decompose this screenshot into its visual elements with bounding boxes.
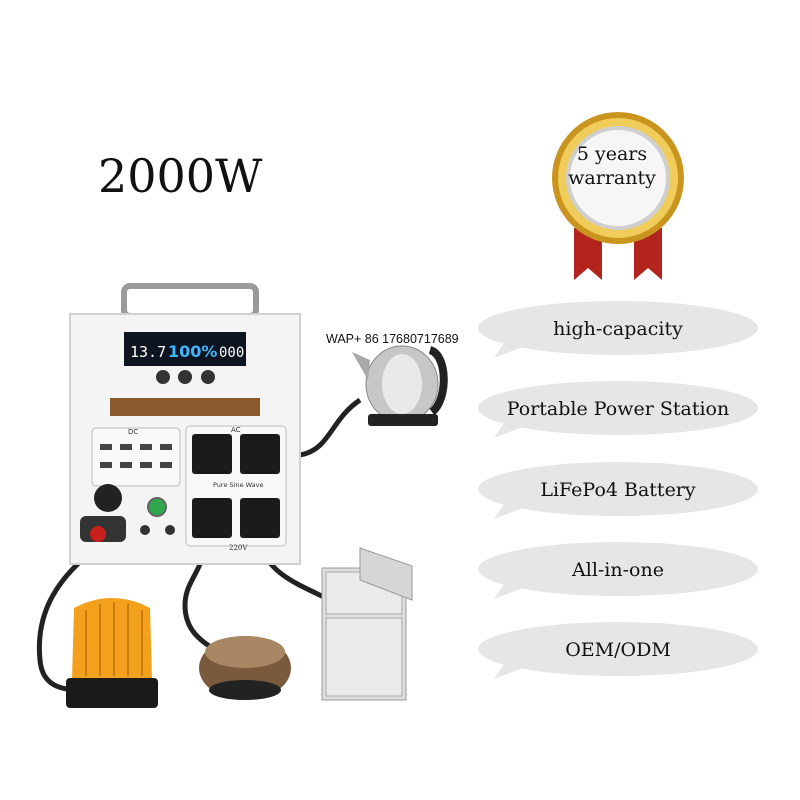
- headline-2000w: 2000W: [98, 149, 263, 203]
- lcd-watts: 000: [219, 345, 244, 361]
- ac-outlet-3: [192, 498, 232, 538]
- dc-port-1: [140, 525, 150, 535]
- feature-label: Portable Power Station: [506, 398, 730, 420]
- feature-label: OEM/ODM: [565, 639, 671, 661]
- ac-panel-label: AC: [231, 426, 241, 434]
- feature-label: All-in-one: [572, 559, 664, 581]
- feature-pill-5: OEM/ODM: [476, 621, 760, 679]
- dc-port-2: [165, 525, 175, 535]
- voltage-label: 220V: [229, 544, 248, 552]
- ac-outlet-2: [240, 434, 280, 474]
- beacon-base: [66, 678, 158, 708]
- kettle-base: [368, 414, 438, 426]
- feature-label: high-capacity: [553, 318, 683, 340]
- usb-button: [178, 370, 192, 384]
- feature-pill-2: Portable Power Station: [476, 380, 760, 438]
- device-handle: [121, 283, 259, 319]
- warranty-badge: [552, 112, 684, 280]
- warranty-line-2: warranty: [568, 167, 656, 189]
- contact-number: WAP+ 86 17680717689: [326, 332, 459, 346]
- ribbon-right: [634, 228, 662, 280]
- dc-button: [201, 370, 215, 384]
- plug-indicator: [90, 526, 106, 542]
- vent-strip: [110, 398, 260, 416]
- usb-ports: [100, 444, 172, 468]
- warning-beacon: [72, 598, 152, 680]
- dc-panel-label: DC: [128, 428, 138, 436]
- sine-label: Pure Sine Wave: [213, 481, 263, 489]
- car-socket: [94, 484, 122, 512]
- ac-outlet-4: [240, 498, 280, 538]
- lcd-voltage: 13.7: [130, 343, 166, 361]
- feature-pill-4: All-in-one: [476, 541, 760, 599]
- kettle-spout: [352, 352, 370, 380]
- warranty-line-1: 5 years: [576, 143, 648, 165]
- ac-button: [156, 370, 170, 384]
- fridge-door: [359, 547, 413, 601]
- kettle-handle: [428, 346, 448, 416]
- lcd-display: [124, 332, 246, 366]
- lcd-percent: 100%: [168, 342, 217, 361]
- power-switch: [147, 497, 167, 517]
- feature-pill-3: LiFePo4 Battery: [476, 461, 760, 519]
- feature-pill-1: high-capacity: [476, 300, 760, 358]
- feature-label: LiFePo4 Battery: [540, 479, 696, 501]
- ac-outlet-1: [192, 434, 232, 474]
- product-scene: 13.7 100% 000 DC AC Pure Sine Wave 220V: [36, 283, 448, 708]
- dc-panel: [91, 427, 181, 487]
- beacon-ribs: [85, 602, 143, 676]
- warranty-text: 5 years warranty: [556, 142, 668, 190]
- beacon-cable: [36, 543, 102, 693]
- ribbon-left: [574, 228, 602, 280]
